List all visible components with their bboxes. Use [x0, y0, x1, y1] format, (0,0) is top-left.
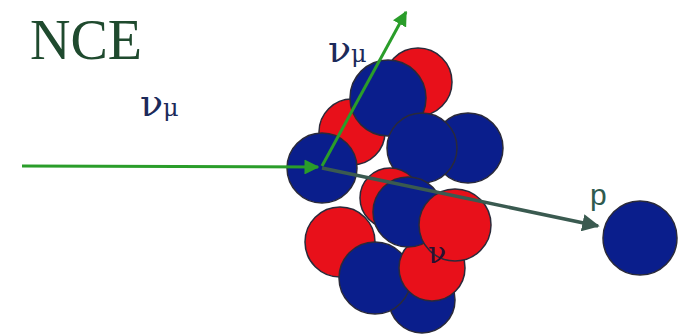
neutrino-label: νμ [140, 84, 179, 122]
neutrino-label: νμ [328, 30, 367, 68]
nucleon-mark: ν [428, 238, 446, 268]
diagram-title: NCE [30, 12, 142, 68]
proton-label: p [590, 180, 607, 210]
